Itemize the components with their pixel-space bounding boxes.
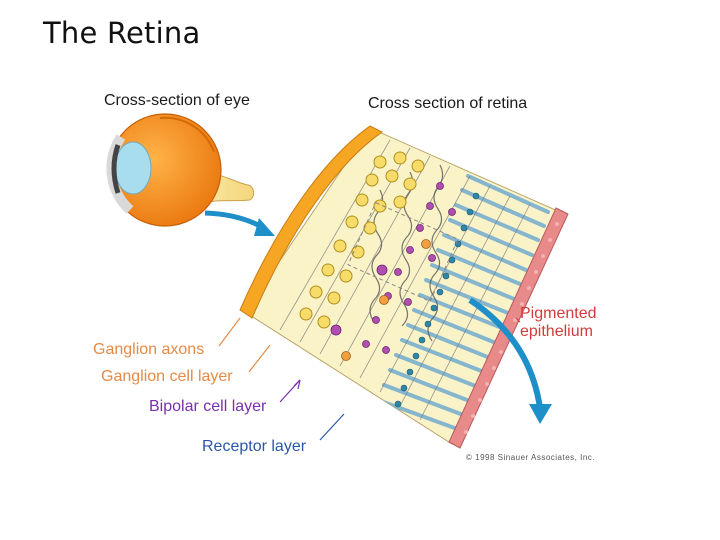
pigmented-epithelium-line2: epithelium: [520, 323, 593, 340]
retina-slab: [239, 125, 569, 449]
ganglion-cell-layer-label: Ganglion cell layer: [101, 368, 233, 385]
ganglion-axons-label: Ganglion axons: [93, 341, 205, 358]
label-pointers: [218, 317, 521, 441]
eye-cross-section-heading: Cross-section of eye: [104, 92, 250, 109]
copyright-notice: © 1998 Sinauer Associates, Inc.: [466, 453, 596, 462]
retina-cross-section-heading: Cross section of retina: [368, 95, 528, 112]
eye-cross-section: [106, 113, 255, 227]
light-direction-arrow: [468, 297, 552, 424]
receptor-layer-label: Receptor layer: [202, 438, 307, 455]
bipolar-cell-layer-label: Bipolar cell layer: [149, 398, 267, 415]
slide-title: The Retina: [43, 16, 201, 50]
eye-to-retina-arrow: [204, 210, 275, 236]
pigmented-epithelium-line1: Pigmented: [520, 305, 597, 322]
pigmented-epithelium-label: Pigmented epithelium: [520, 305, 597, 341]
